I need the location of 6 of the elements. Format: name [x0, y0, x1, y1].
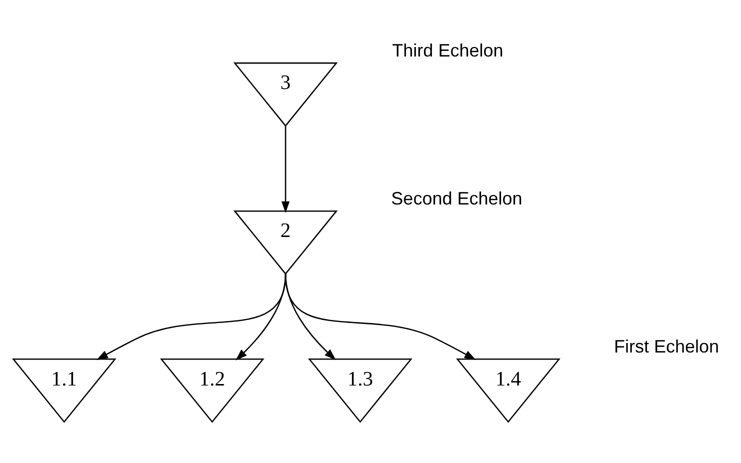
arrow: [284, 273, 336, 360]
arrow: [281, 125, 290, 212]
node-label: Third Echelon: [392, 40, 504, 60]
label: First Echelon: [614, 336, 720, 356]
node-label: Second Echelon: [391, 188, 522, 208]
arrow: [284, 273, 476, 360]
